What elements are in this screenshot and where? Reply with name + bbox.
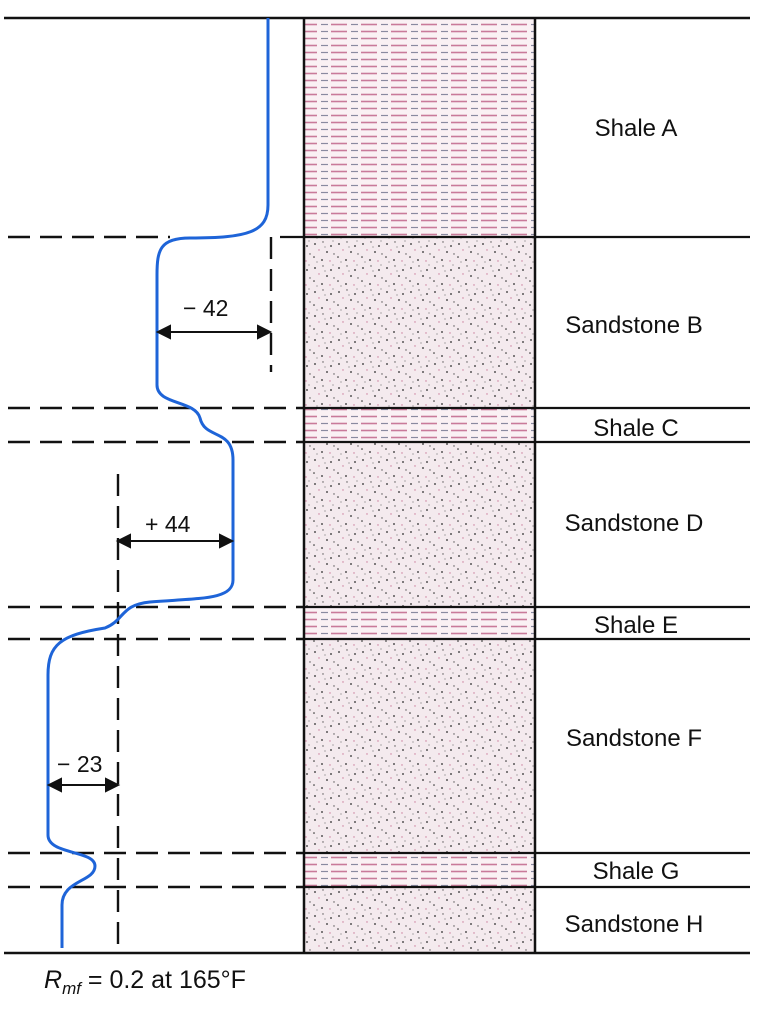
deflection-label-d: + 44	[145, 511, 191, 537]
layer-fill-shale-c	[304, 408, 535, 442]
layer-fill-shale-g	[304, 853, 535, 887]
layer-label-shale-c: Shale C	[593, 415, 678, 442]
arrow-f	[46, 777, 121, 793]
layer-label-shale-a: Shale A	[595, 115, 678, 142]
layer-label-sandstone-h: Sandstone H	[565, 911, 704, 938]
caption-symbol: R	[44, 966, 63, 994]
sp-curve	[46, 18, 270, 948]
layer-label-shale-g: Shale G	[593, 858, 680, 885]
arrow-b	[155, 324, 273, 340]
caption-text: = 0.2 at 165°F	[80, 966, 246, 994]
arrow-d	[115, 533, 235, 549]
layer-fill-shale-e	[304, 607, 535, 639]
layer-label-shale-e: Shale E	[594, 612, 678, 639]
layer-fill-sandstone-h	[304, 887, 535, 953]
caption-rmf: Rmf = 0.2 at 165°F	[44, 966, 246, 999]
layer-label-sandstone-f: Sandstone F	[566, 725, 702, 752]
layer-label-sandstone-d: Sandstone D	[565, 510, 704, 537]
layer-fill-shale-a	[304, 18, 535, 237]
layer-fill-sandstone-b	[304, 237, 535, 408]
layer-fill-sandstone-f	[304, 639, 535, 853]
deflection-label-f: − 23	[57, 751, 102, 777]
caption-subscript: mf	[62, 979, 81, 998]
layer-label-sandstone-b: Sandstone B	[565, 312, 702, 339]
deflection-label-b: − 42	[183, 295, 228, 321]
layer-fill-sandstone-d	[304, 442, 535, 607]
